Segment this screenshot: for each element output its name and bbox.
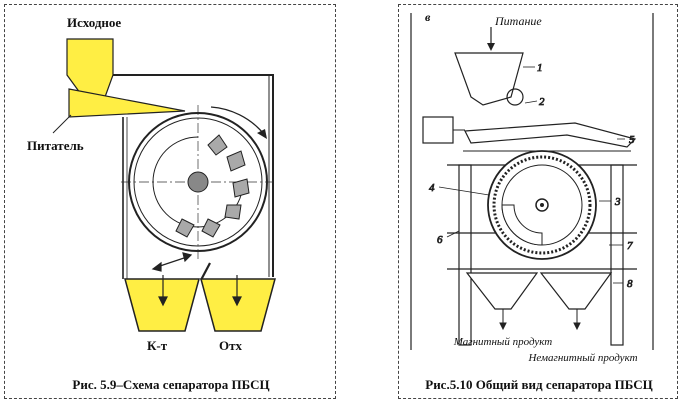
separator-general-view: в Питание	[410, 10, 654, 392]
svg-text:4: 4	[429, 182, 435, 194]
figure-caption-left: Рис. 5.9–Схема сепаратора ПБСЦ	[72, 377, 269, 392]
concentrate-label: К-т	[147, 338, 168, 353]
feeder-leader	[52, 114, 72, 134]
housing	[113, 74, 274, 277]
callouts: 1 2 3 4 5 6 7 8	[429, 62, 636, 291]
feeder	[68, 88, 186, 118]
magnetic-product-label: Магнитный продукт	[453, 336, 553, 348]
drum	[487, 150, 597, 260]
figure-caption-right: Рис.5.10 Общий вид сепаратора ПБСЦ	[425, 377, 653, 392]
motor	[422, 116, 454, 144]
input-label: Исходное	[67, 15, 121, 30]
figure-5-10-panel: в Питание	[398, 4, 678, 399]
nonmagnetic-hopper	[539, 272, 613, 310]
separator-scheme-diagram: Исходное Питатель	[27, 15, 276, 392]
corner-letter: в	[425, 10, 431, 24]
svg-text:6: 6	[437, 234, 443, 246]
figure-5-9-panel: Исходное Питатель	[4, 4, 336, 399]
rotation-arrow	[210, 106, 264, 134]
magnetic-hopper	[465, 272, 539, 310]
nonmagnetic-product-label: Немагнитный продукт	[527, 352, 637, 364]
svg-text:8: 8	[627, 278, 633, 290]
split-arrow	[151, 252, 193, 272]
svg-text:2: 2	[539, 96, 545, 108]
tailings-label: Отх	[219, 338, 242, 353]
feed-hopper	[454, 52, 524, 106]
splitter-plate	[200, 262, 211, 281]
svg-text:7: 7	[627, 240, 633, 252]
svg-text:1: 1	[537, 62, 543, 74]
concentrate-bin	[124, 278, 200, 332]
feed-chute	[464, 122, 637, 148]
feeder-roller	[506, 88, 524, 106]
tailings-bin	[200, 278, 276, 332]
svg-text:5: 5	[629, 134, 635, 146]
feeder-label: Питатель	[27, 138, 84, 153]
drum	[121, 105, 273, 259]
input-hopper	[66, 38, 114, 98]
svg-text:3: 3	[614, 196, 621, 208]
feed-label: Питание	[494, 14, 542, 28]
